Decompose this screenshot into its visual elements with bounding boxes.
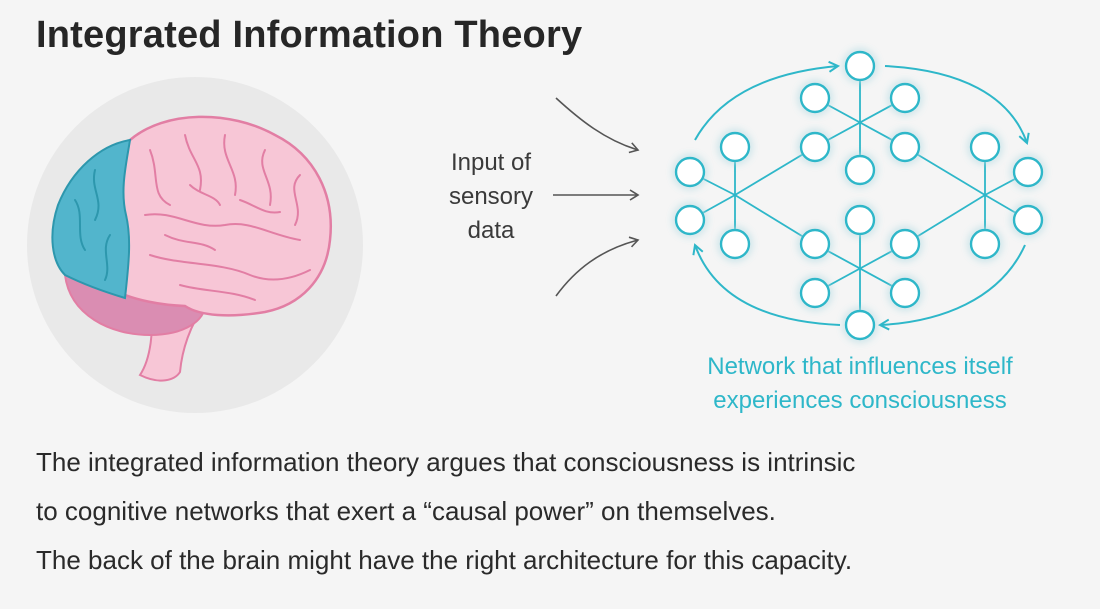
- posterior-cortex: [51, 138, 132, 300]
- network-node: [1012, 156, 1044, 188]
- body-line: to cognitive networks that exert a “caus…: [36, 496, 776, 526]
- network-node: [719, 228, 751, 260]
- network-node: [889, 277, 921, 309]
- network-node: [969, 228, 1001, 260]
- network-node: [889, 82, 921, 114]
- network-node: [674, 204, 706, 236]
- page-title: Integrated Information Theory: [36, 14, 583, 56]
- body-line: The back of the brain might have the rig…: [36, 545, 853, 575]
- body-paragraph: The integrated information theory argues…: [36, 438, 1076, 585]
- network-node: [969, 131, 1001, 163]
- input-arrows: [553, 97, 640, 297]
- network-node: [1012, 204, 1044, 236]
- network-node: [844, 154, 876, 186]
- cerebrum: [116, 115, 332, 317]
- network-node: [844, 309, 876, 341]
- sensory-label-line: Input of: [450, 149, 532, 176]
- network-node: [674, 156, 706, 188]
- loop-arrow-top-left: [694, 60, 841, 141]
- network-caption-line: experiences consciousness: [713, 387, 1007, 414]
- network-diagram: [674, 50, 1044, 341]
- network-node: [719, 131, 751, 163]
- sensory-label-line: sensory: [448, 183, 534, 210]
- network-caption-line: Network that influences itself: [707, 353, 1013, 380]
- network-node: [889, 228, 921, 260]
- loop-arrow-bottom-right: [877, 244, 1026, 331]
- loop-arrow-top-right: [884, 65, 1030, 145]
- input-arrow-top: [555, 97, 640, 154]
- network-node: [844, 204, 876, 236]
- network-node: [799, 228, 831, 260]
- body-line: The integrated information theory argues…: [36, 447, 856, 477]
- network-node: [844, 50, 876, 82]
- input-arrow-bottom: [555, 236, 640, 297]
- sensory-label-line: data: [467, 217, 515, 244]
- network-node: [889, 131, 921, 163]
- network-caption: Network that influences itself experienc…: [655, 350, 1065, 418]
- sensory-input-label: Input of sensory data: [430, 146, 552, 248]
- loop-arrow-bottom-left: [692, 243, 841, 326]
- network-node: [799, 277, 831, 309]
- network-node: [799, 82, 831, 114]
- brain-illustration: [27, 77, 363, 413]
- network-node: [799, 131, 831, 163]
